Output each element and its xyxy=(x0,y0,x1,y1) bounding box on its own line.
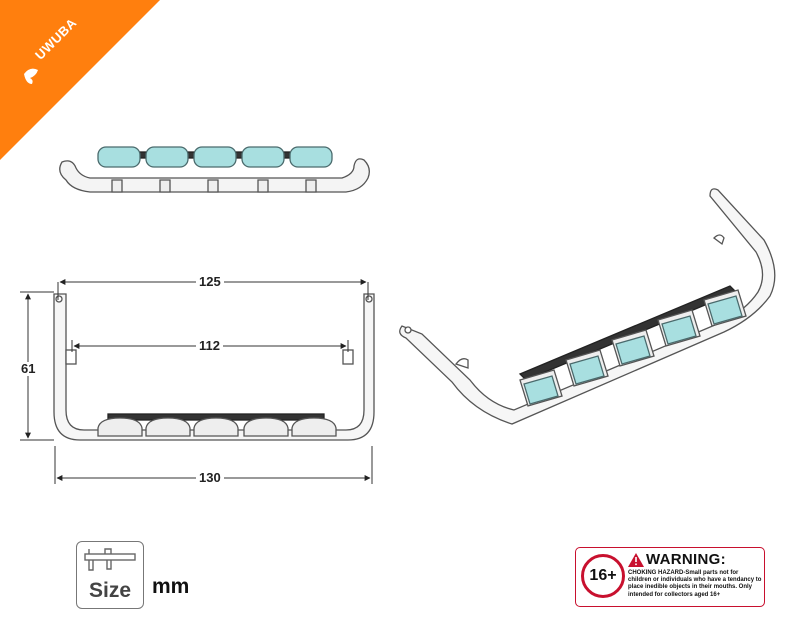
warning-title: WARNING: xyxy=(646,551,726,568)
front-view-lamps xyxy=(97,417,337,437)
dimension-overall-length: 130 xyxy=(196,471,224,485)
brand-corner xyxy=(0,0,160,160)
unit-label: mm xyxy=(152,575,190,598)
top-view-light-bar xyxy=(59,146,370,193)
warning-label: 16+ WARNING: CHOKING HAZARD-Small parts … xyxy=(575,547,765,607)
dimension-height: 61 xyxy=(18,362,39,376)
isometric-lamp-lens-icon xyxy=(523,295,743,405)
front-view-light-bar xyxy=(53,293,375,441)
top-view-mounts xyxy=(111,179,317,193)
age-badge: 16+ xyxy=(581,554,625,598)
lamp-lens-icon xyxy=(97,146,333,168)
dimension-total-width: 125 xyxy=(196,275,224,289)
warning-triangle-icon xyxy=(628,553,644,567)
isometric-light-bar xyxy=(399,188,776,425)
size-word: Size xyxy=(88,579,132,602)
size-badge: Size xyxy=(76,541,144,609)
warning-text: CHOKING HAZARD-Small parts not for child… xyxy=(628,570,762,598)
logo-icon xyxy=(24,68,38,84)
dimension-lines xyxy=(20,279,373,484)
caliper-icon xyxy=(84,548,136,571)
dimension-mount-spacing: 112 xyxy=(196,339,223,353)
